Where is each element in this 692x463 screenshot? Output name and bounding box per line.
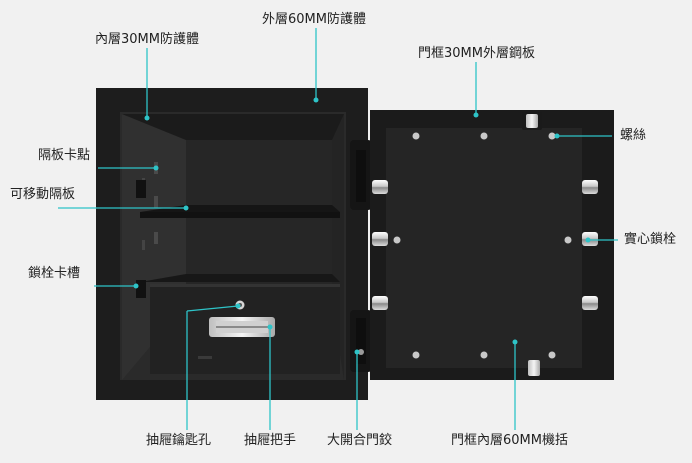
callout-lines [58, 28, 618, 430]
label-solid-bolt: 實心鎖栓 [624, 232, 677, 247]
safe-door [370, 110, 614, 380]
label-door-mechanism: 門框內層60MM機括 [451, 433, 568, 448]
door-bolts [372, 180, 598, 310]
label-door-frame-plate: 門框30MM外層鋼板 [418, 46, 535, 61]
label-outer-wall: 外層60MM防護體 [262, 12, 366, 27]
door-screws [393, 132, 572, 359]
label-screw: 螺絲 [620, 128, 647, 143]
label-hinge: 大開合門鉸 [327, 433, 393, 448]
bolt-slots [136, 180, 146, 298]
label-bolt-slot: 鎖栓卡槽 [28, 266, 81, 281]
label-drawer-keyhole: 抽屜鑰匙孔 [146, 433, 212, 448]
drawer-handle [209, 317, 275, 337]
label-movable-shelf: 可移動隔板 [10, 187, 76, 202]
hinges [350, 140, 372, 372]
movable-shelf [140, 205, 340, 218]
safe-body [96, 88, 368, 400]
label-inner-wall: 內層30MM防護體 [95, 32, 199, 47]
label-drawer-handle: 抽屜把手 [244, 433, 297, 448]
label-shelf-clip: 隔板卡點 [38, 148, 91, 163]
